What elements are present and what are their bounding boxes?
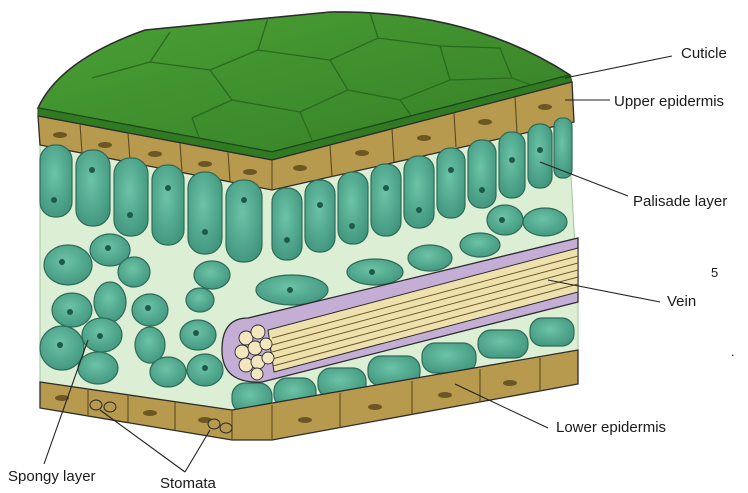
label-upper-epidermis: Upper epidermis: [614, 93, 724, 110]
label-lower-epidermis: Lower epidermis: [556, 419, 666, 436]
leader-stomata-right: [185, 430, 210, 472]
label-spongy-layer: Spongy layer: [8, 468, 96, 485]
label-palisade-layer: Palisade layer: [633, 193, 727, 210]
leader-cuticle: [565, 56, 672, 78]
label-stomata: Stomata: [160, 475, 217, 492]
dot-mark: .: [731, 344, 735, 359]
label-cuticle: Cuticle: [681, 45, 727, 62]
label-vein: Vein: [667, 293, 696, 310]
number-mark: 5: [711, 265, 718, 280]
